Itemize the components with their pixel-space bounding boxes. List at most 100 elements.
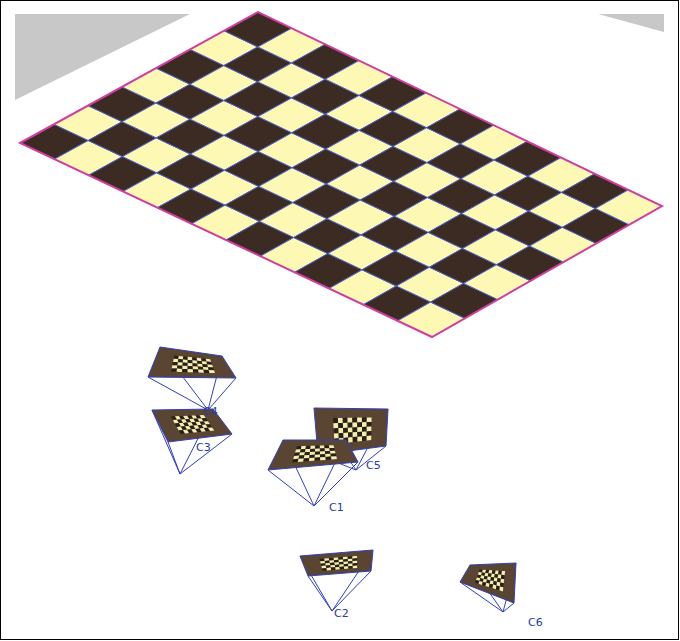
- board-square: [334, 428, 339, 433]
- board-square: [321, 563, 326, 566]
- board-square: [188, 363, 193, 366]
- board-square: [353, 563, 358, 566]
- board-square: [348, 566, 353, 569]
- board-square: [172, 362, 178, 366]
- board-square: [188, 369, 193, 372]
- board-square: [348, 559, 353, 562]
- camera: [460, 563, 516, 612]
- board-square: [177, 369, 183, 372]
- board-square: [310, 446, 315, 449]
- board-square: [348, 556, 353, 559]
- board-square: [315, 452, 320, 455]
- board-square: [339, 433, 344, 438]
- board-square: [348, 418, 353, 423]
- camera-image: [152, 409, 232, 442]
- board-square: [367, 427, 372, 432]
- board-square: [171, 368, 177, 371]
- board-square: [330, 454, 336, 457]
- board-square: [352, 558, 357, 561]
- board-square: [343, 423, 348, 428]
- board-square: [320, 454, 326, 457]
- board-square: [294, 452, 300, 456]
- board-square: [339, 562, 344, 565]
- board-square: [335, 565, 340, 568]
- frustum-line: [503, 603, 514, 612]
- board-square: [208, 427, 214, 431]
- board-square: [486, 583, 490, 587]
- board-square: [488, 573, 492, 577]
- board-square: [324, 445, 329, 448]
- board-square: [177, 365, 183, 369]
- board-square: [320, 448, 325, 451]
- board-square: [367, 436, 372, 441]
- frustum-line: [168, 442, 180, 474]
- board-square: [207, 364, 213, 367]
- board-square: [338, 428, 343, 433]
- board-square: [353, 437, 358, 442]
- board-square: [206, 359, 211, 362]
- board-square: [333, 418, 338, 423]
- board-square: [303, 458, 309, 462]
- board-square: [334, 557, 339, 560]
- board-square: [595, 190, 662, 225]
- board-square: [309, 458, 315, 461]
- board-square: [331, 567, 336, 570]
- board-square: [352, 418, 357, 423]
- board-square: [348, 561, 353, 564]
- board-square: [202, 364, 208, 367]
- board-square: [491, 574, 495, 578]
- board-square: [348, 423, 353, 428]
- board-square: [495, 571, 499, 575]
- frustum-line: [314, 462, 358, 506]
- board-square: [352, 556, 357, 559]
- board-square: [338, 418, 343, 423]
- board-square: [362, 427, 367, 432]
- board-square: [494, 574, 498, 578]
- board-square: [353, 432, 358, 437]
- board-square: [315, 454, 320, 457]
- board-square: [324, 558, 329, 561]
- board-square: [353, 566, 357, 569]
- board-square: [362, 418, 367, 423]
- board-square: [208, 367, 214, 370]
- board-square: [498, 574, 502, 578]
- board-square: [343, 433, 348, 438]
- board-square: [300, 449, 306, 452]
- board-square: [494, 578, 498, 582]
- board-square: [500, 579, 504, 584]
- board-square: [178, 356, 183, 360]
- board-square: [325, 561, 330, 564]
- board-square: [304, 452, 310, 455]
- board-square: [197, 364, 203, 367]
- board-square: [315, 449, 320, 452]
- board-square: [357, 432, 362, 437]
- frustum-line: [148, 377, 208, 410]
- board-square: [172, 365, 178, 368]
- camera: [268, 440, 358, 506]
- board-square: [295, 449, 301, 453]
- board-square: [309, 455, 315, 458]
- frustum-line: [332, 571, 371, 611]
- board-square: [201, 358, 206, 361]
- board-square: [330, 565, 335, 568]
- board-square: [353, 427, 358, 432]
- board-square: [204, 421, 210, 424]
- board-square: [207, 362, 213, 365]
- board-square: [343, 559, 348, 562]
- camera-image: [268, 440, 358, 470]
- checkerboard: [20, 12, 662, 337]
- board-square: [174, 355, 179, 359]
- board-square: [298, 458, 304, 462]
- board-square: [202, 361, 207, 364]
- board-square: [501, 571, 505, 575]
- camera-group: [148, 347, 516, 612]
- camera-label: C1: [329, 502, 344, 513]
- camera-image: [300, 550, 373, 576]
- board-square: [339, 564, 344, 567]
- board-square: [335, 567, 340, 570]
- board-square: [203, 367, 209, 370]
- board-square: [320, 451, 325, 454]
- board-square: [192, 357, 197, 360]
